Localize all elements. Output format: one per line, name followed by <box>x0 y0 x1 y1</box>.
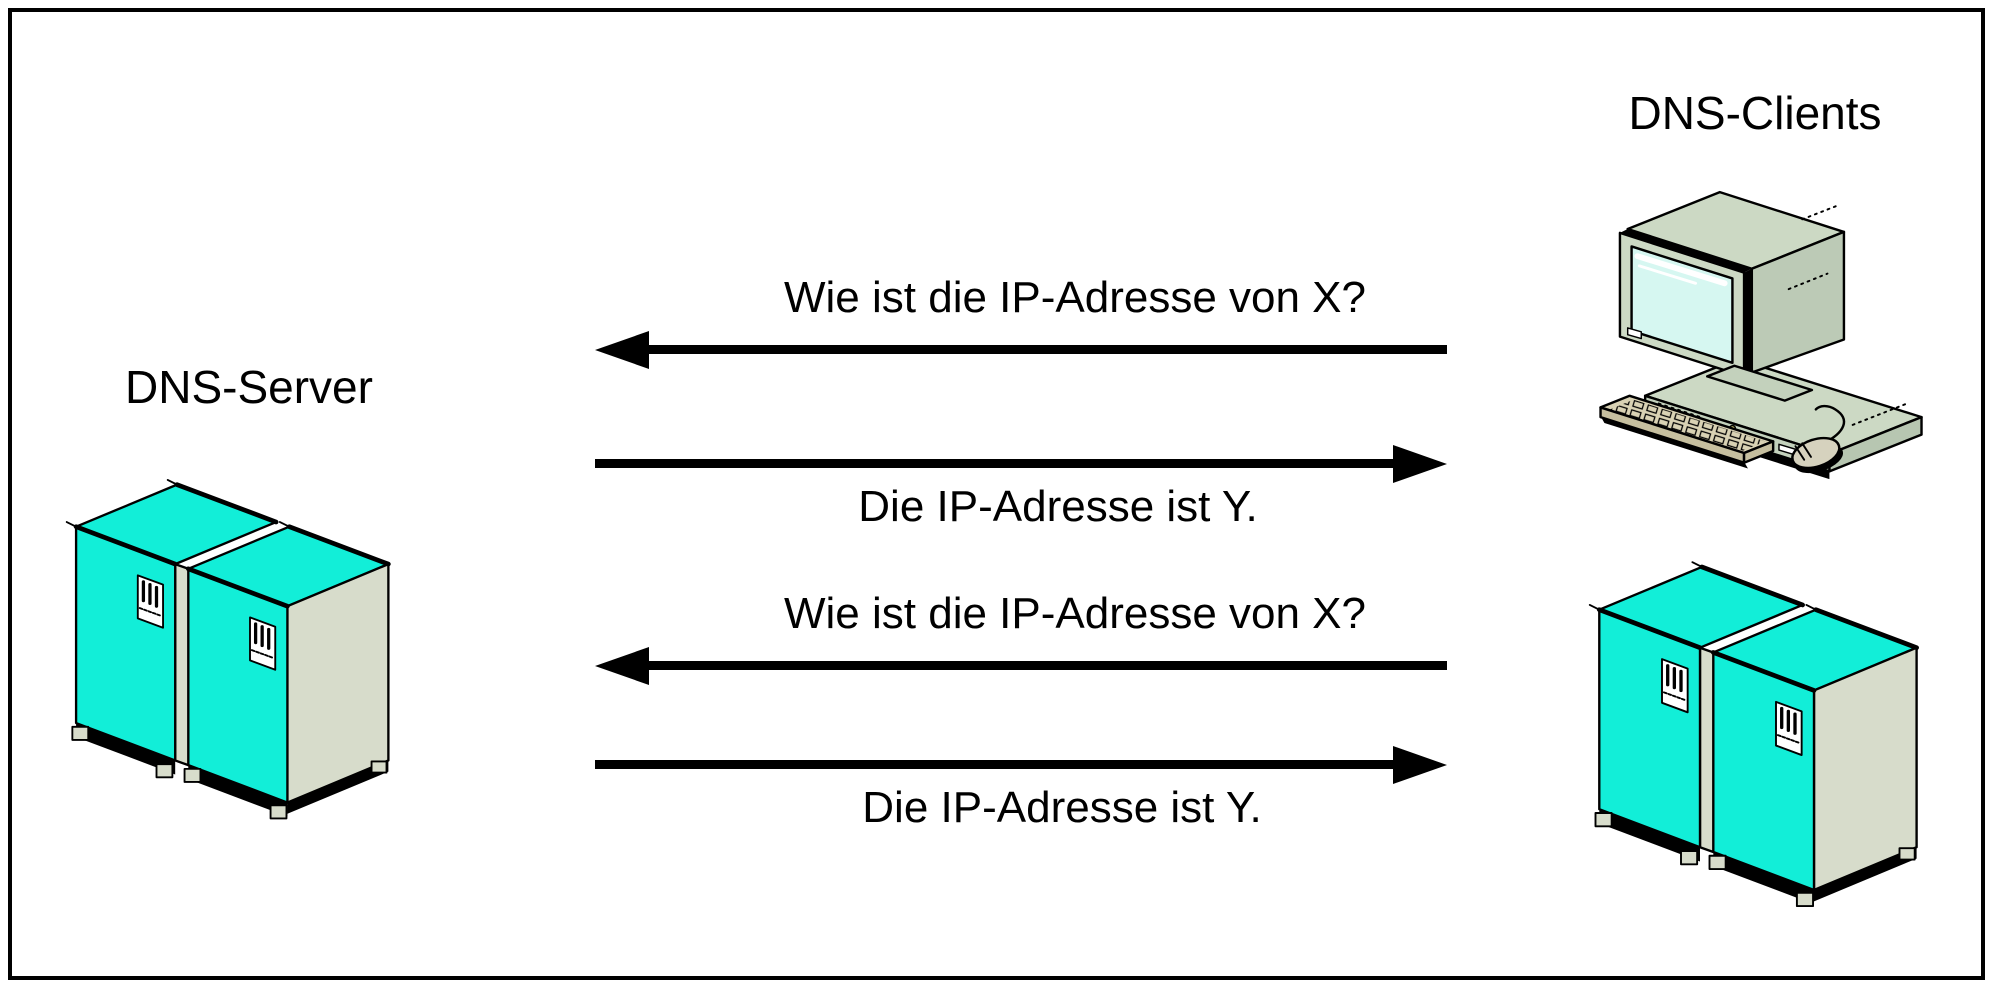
right-arrow <box>595 746 1447 784</box>
right-arrowhead-icon <box>1393 445 1447 483</box>
server-cabinet <box>1708 608 1918 908</box>
control-panel <box>1775 700 1803 756</box>
message-text-answer-1: Die IP-Adresse ist Y. <box>858 482 1258 531</box>
message-text-query-1: Wie ist die IP-Adresse von X? <box>783 273 1367 322</box>
message-text-query-2: Wie ist die IP-Adresse von X? <box>783 589 1367 638</box>
right-arrow <box>595 445 1447 483</box>
right-arrowhead-icon <box>1393 746 1447 784</box>
server-cabinet <box>183 525 390 820</box>
server-cabinets-icon <box>65 479 391 820</box>
left-arrow <box>595 331 1447 369</box>
dns-server-label: DNS-Server <box>125 361 373 413</box>
dns-clients-label: DNS-Clients <box>1628 87 1882 139</box>
control-panel <box>249 616 277 671</box>
server-cabinets-icon <box>1588 561 1919 908</box>
control-panel <box>136 574 164 629</box>
arrow-shaft <box>595 760 1405 769</box>
arrow-shaft <box>595 459 1405 468</box>
diagram-border <box>8 8 1985 980</box>
mouse <box>1791 404 1846 474</box>
arrow-shaft <box>637 345 1447 354</box>
keyboard <box>1599 394 1775 469</box>
arrow-shaft <box>637 661 1447 670</box>
control-panel <box>1661 658 1689 714</box>
desktop-computer-icon <box>1599 190 1923 480</box>
message-text-answer-2: Die IP-Adresse ist Y. <box>862 783 1262 832</box>
monitor <box>1618 190 1846 402</box>
left-arrow <box>595 647 1447 685</box>
